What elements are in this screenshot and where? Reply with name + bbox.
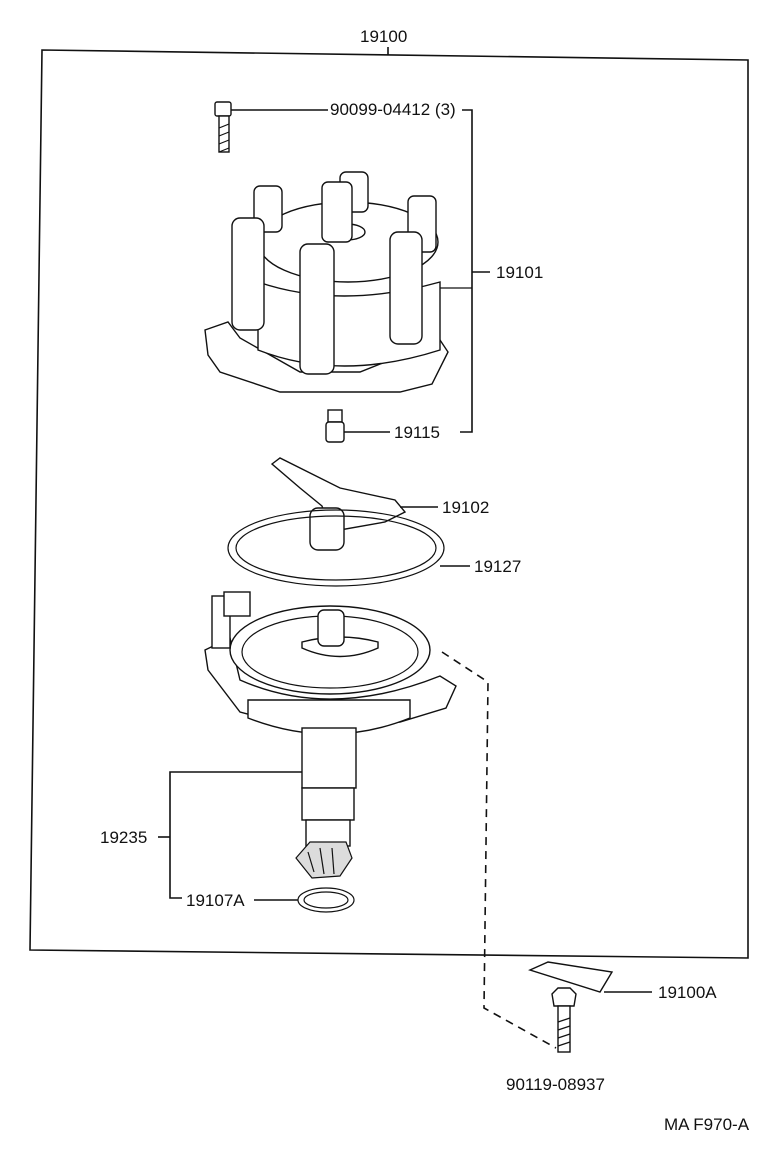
bolt-part <box>551 987 577 1053</box>
distributor-housing-part <box>204 591 457 879</box>
label-19235: 19235 <box>100 828 147 847</box>
label-19115: 19115 <box>394 423 440 442</box>
gasket-part <box>227 509 445 587</box>
oring-part <box>297 887 355 913</box>
label-19107a: 19107A <box>186 891 245 910</box>
label-19101: 19101 <box>496 263 543 282</box>
drawing-id: MA F970-A <box>664 1115 750 1134</box>
label-19100: 19100 <box>360 27 407 46</box>
cap-leader <box>460 109 473 433</box>
carbon-brush-part <box>325 409 345 443</box>
label-19100a: 19100A <box>658 983 717 1002</box>
label-90119-08937: 90119-08937 <box>506 1075 605 1094</box>
label-90099-04412: 90099-04412 (3) <box>330 100 456 119</box>
housing-leader <box>169 771 302 899</box>
install-dashed-line <box>441 651 557 1049</box>
screw-part <box>214 101 232 153</box>
rotor-part <box>270 457 407 551</box>
label-plate-part <box>528 961 614 993</box>
label-19102: 19102 <box>442 498 489 517</box>
label-19127: 19127 <box>474 557 521 576</box>
distributor-cap-part <box>204 171 472 393</box>
assembly-frame <box>29 49 749 959</box>
